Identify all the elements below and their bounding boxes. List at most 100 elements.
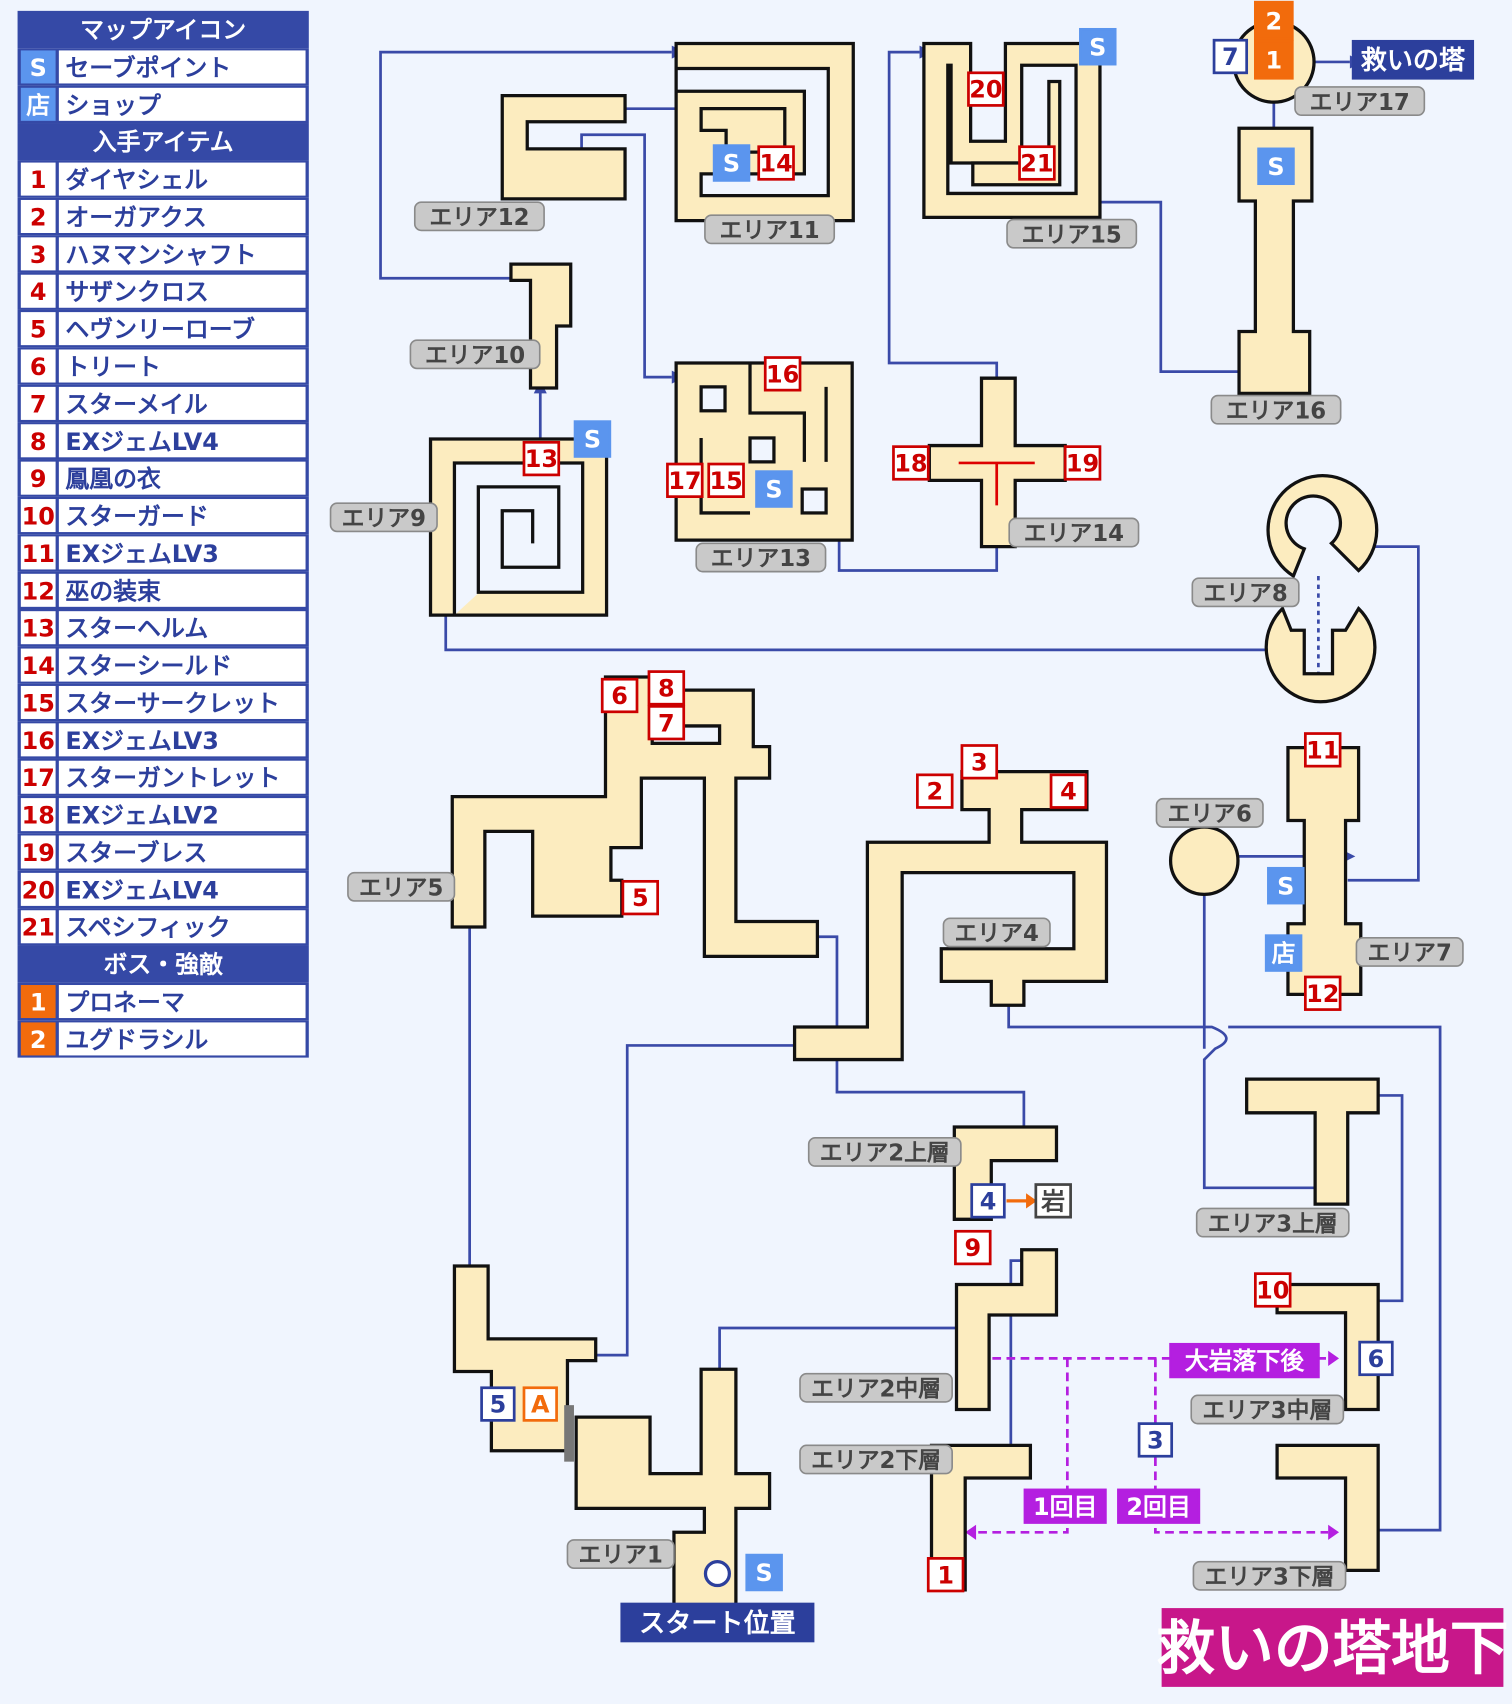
- area-label-bg: [1192, 1560, 1347, 1591]
- legend-item-icon: [20, 162, 56, 196]
- item-marker-9-text: 9: [964, 1234, 981, 1262]
- rock-marker-box: [1034, 1183, 1072, 1219]
- legend-item-bg: [58, 685, 306, 719]
- legend-item-label: ダイヤシェル: [65, 166, 208, 194]
- legend-item-bg: [58, 274, 306, 308]
- item-marker-21: 21: [1018, 145, 1056, 181]
- area-label-text: エリア16: [1226, 398, 1326, 424]
- room-area3-upper: [1245, 1077, 1380, 1206]
- save-point-icon-box: [1079, 27, 1117, 66]
- area-label-text: エリア4: [955, 921, 1039, 947]
- legend-item-num: 17: [22, 764, 55, 792]
- legend-item-icon: [20, 274, 56, 308]
- room-area5: [450, 675, 820, 958]
- area-label-text: エリア2上層: [820, 1141, 950, 1167]
- area-label-bg: [799, 1444, 953, 1475]
- item-marker-6-box: [600, 677, 639, 714]
- save-point-icon[interactable]: S: [1257, 147, 1295, 186]
- legend-boss-num: 1: [30, 989, 47, 1017]
- item-marker-17-text: 17: [668, 467, 701, 495]
- item-marker-7-text: 7: [658, 709, 675, 737]
- area-label-a2u: エリア2上層: [807, 1136, 962, 1167]
- legend-item-bg: [58, 199, 306, 233]
- area-label-a2m: エリア2中層: [799, 1372, 953, 1403]
- map-title-box: [1161, 1608, 1504, 1687]
- save-point-icon[interactable]: S: [1079, 27, 1117, 66]
- legend-item-label: スペシフィック: [65, 914, 230, 942]
- room-area6: [1168, 825, 1240, 897]
- area-label-a15: エリア15: [1006, 218, 1138, 249]
- save-point-icon-text: S: [1089, 33, 1106, 61]
- item-marker-1-text: 1: [937, 1561, 954, 1589]
- legend-item-icon: [20, 386, 56, 420]
- exit-tower-label-text: 救いの塔: [1361, 46, 1466, 76]
- item-marker-18: 18: [892, 445, 930, 481]
- area-label-bg: [413, 201, 545, 232]
- item-marker-20: 20: [967, 71, 1005, 107]
- legend-map-icons-header: [17, 10, 309, 49]
- shop-icon[interactable]: 店: [1264, 934, 1303, 972]
- room-area3-lower: [1275, 1443, 1380, 1572]
- save-point-icon[interactable]: S: [573, 420, 612, 458]
- save-point-icon[interactable]: S: [712, 144, 751, 182]
- legend-item-bg: [58, 424, 306, 458]
- area-label-a12: エリア12: [413, 201, 545, 232]
- exit-tower-label[interactable]: 救いの塔: [1351, 39, 1475, 80]
- room-area12: [500, 94, 627, 201]
- legend-item-bg: [58, 237, 306, 271]
- save-point-icon-text: S: [584, 426, 601, 454]
- legend-item-icon: [20, 760, 56, 794]
- item-marker-7: 7: [647, 705, 686, 741]
- area-label-a13: エリア13: [695, 542, 827, 573]
- item-marker-19-text: 19: [1066, 450, 1099, 478]
- legend-boss-header: [17, 945, 309, 983]
- item-marker-2: 2: [916, 773, 954, 809]
- save-point-icon-box: [745, 1553, 783, 1592]
- legend-item-icon: [20, 723, 56, 757]
- legend-item-label: EXジェムLV3: [65, 540, 218, 568]
- save-point-icon-text: S: [1267, 153, 1284, 181]
- area-label-text: エリア6: [1168, 802, 1252, 828]
- room-area1-lower: [574, 1367, 772, 1608]
- area-label-text: エリア15: [1022, 222, 1122, 248]
- event-marker-3-box: [1137, 1422, 1174, 1458]
- save-point-icon[interactable]: S: [755, 470, 793, 508]
- item-marker-8-text: 8: [658, 675, 675, 703]
- legend-item-bg: [58, 386, 306, 420]
- legend-item-num: 21: [22, 914, 55, 942]
- area-label-bg: [1155, 797, 1264, 828]
- legend-boss-num: 2: [30, 1026, 47, 1054]
- legend-item-icon: [20, 872, 56, 906]
- legend-item-label: EXジェムLV3: [65, 727, 218, 755]
- legend-item-label: スターガントレット: [65, 764, 280, 792]
- save-point-icon[interactable]: S: [1267, 866, 1305, 905]
- item-marker-17: 17: [666, 462, 704, 498]
- item-marker-11-text: 11: [1306, 736, 1339, 764]
- save-point-icon[interactable]: S: [745, 1553, 783, 1592]
- legend-item-num: 7: [30, 390, 47, 418]
- item-marker-20-text: 20: [969, 76, 1002, 104]
- save-point-icon-box: [1257, 147, 1295, 186]
- legend-item-icon: [20, 648, 56, 682]
- area-label-text: エリア3中層: [1202, 1398, 1332, 1424]
- area-label-bg: [1008, 517, 1140, 548]
- save-point-icon-text: S: [756, 1559, 773, 1587]
- area-label-bg: [347, 871, 456, 902]
- first-time-label-text: 1回目: [1033, 1493, 1097, 1521]
- room-area7: [1286, 746, 1363, 996]
- area-label-a4: エリア4: [942, 917, 1051, 948]
- legend-item-num: 1: [30, 166, 47, 194]
- legend-item-num: 20: [22, 876, 55, 904]
- start-circle-icon: [703, 1560, 732, 1588]
- item-marker-10-text: 10: [1256, 1277, 1289, 1305]
- area-label-bg: [409, 339, 541, 370]
- legend-item-icon: [20, 349, 56, 383]
- area-label-a9: エリア9: [329, 502, 438, 533]
- legend-items-header: [17, 123, 309, 161]
- exit-tower-label-box: [1351, 39, 1475, 80]
- legend-item-label: スターサークレット: [65, 689, 280, 717]
- item-marker-2-box: [916, 773, 954, 809]
- second-time-label-text: 2回目: [1126, 1493, 1190, 1521]
- legend-item-bg: [58, 723, 306, 757]
